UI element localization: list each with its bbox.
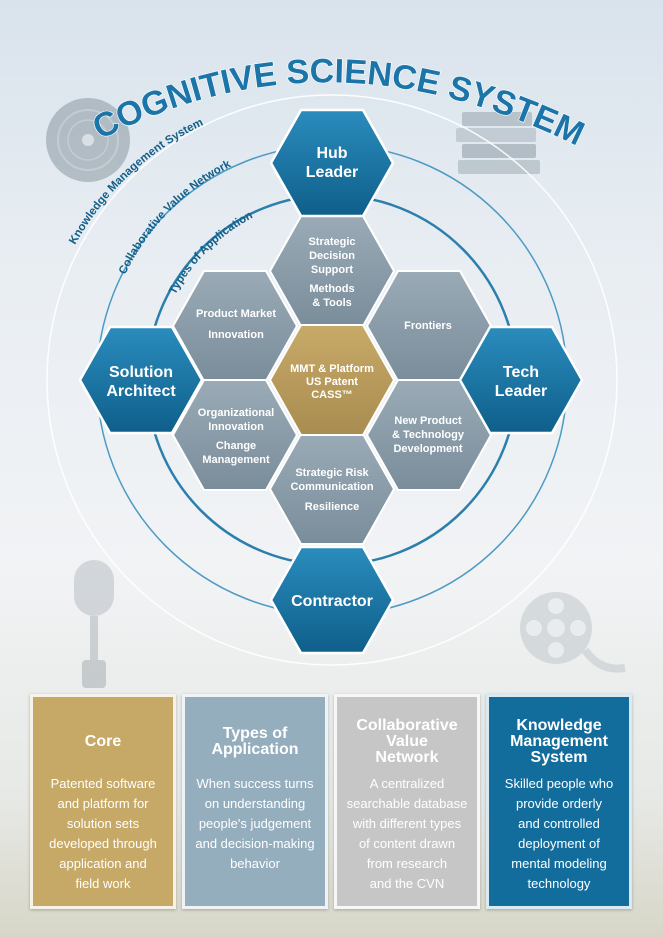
- card-collaborative-value-network: Collaborative Value Network A centralize…: [334, 694, 480, 909]
- hex-frontiers-line: Frontiers: [404, 320, 452, 332]
- vinyl-record-icon: [46, 98, 130, 182]
- card-kms-body: Skilled people who provide orderly and c…: [493, 774, 625, 894]
- hex-newprod-line: New Product: [394, 415, 462, 427]
- card-core-body: Patented software and platform for solut…: [37, 774, 169, 894]
- card-body-line: searchable database: [346, 796, 468, 811]
- hex-org-line: Innovation: [208, 421, 264, 433]
- hex-strategic-line: Strategic: [308, 236, 355, 248]
- card-knowledge-management-system: Knowledge Management System Skilled peop…: [486, 694, 632, 909]
- card-title-line: Knowledge: [516, 717, 602, 734]
- card-cvn-title: Collaborative Value Network: [337, 709, 477, 775]
- solution-architect-line: Solution: [109, 364, 173, 381]
- hub-leader-line: Hub: [316, 145, 347, 162]
- hex-product-line: Innovation: [208, 329, 264, 341]
- card-body-line: Patented software: [50, 776, 156, 791]
- hex-newprod-line: & Technology: [392, 429, 465, 441]
- hex-contractor: Contractor: [269, 545, 395, 655]
- card-body-line: mental modeling: [511, 856, 607, 871]
- hex-risk-line: Communication: [290, 481, 373, 493]
- ring-label-cvn: Collaborative Value Network: [117, 158, 233, 276]
- card-title-line: Collaborative: [356, 717, 458, 734]
- card-body-line: Skilled people who: [504, 776, 614, 791]
- tech-leader-line: Tech: [503, 364, 539, 381]
- card-body-line: people's judgement: [198, 816, 312, 831]
- card-core-title: Core: [33, 709, 173, 775]
- hex-org-line: Change: [216, 440, 256, 452]
- hex-strategic-line: & Tools: [312, 297, 352, 309]
- card-body-line: and the CVN: [369, 876, 445, 891]
- card-body-line: A centralized: [369, 776, 445, 791]
- hex-strategic-line: Methods: [309, 283, 354, 295]
- hex-risk-line: Resilience: [305, 501, 359, 513]
- card-body-line: technology: [527, 876, 591, 891]
- card-body-line: on understanding: [204, 796, 306, 811]
- card-body-line: developed through: [49, 836, 157, 851]
- card-body-line: from research: [366, 856, 448, 871]
- hex-newprod-line: Development: [393, 443, 462, 455]
- film-reel-icon: [520, 592, 626, 673]
- card-body-line: field work: [75, 876, 131, 891]
- tech-leader-line: Leader: [495, 383, 547, 400]
- hex-solution-architect: Solution Architect: [78, 325, 204, 435]
- hex-strategic-decision-support: Strategic Decision Support Methods & Too…: [268, 215, 396, 327]
- card-cvn-body: A centralized searchable database with d…: [341, 774, 473, 894]
- hex-center-core: MMT & Platform US Patent CASS™: [268, 324, 396, 436]
- card-body-line: deployment of: [518, 836, 600, 851]
- card-body-line: provide orderly: [516, 796, 602, 811]
- hex-strategic-line: Support: [311, 264, 353, 276]
- card-types-of-application: Types of Application When success turns …: [182, 694, 328, 909]
- card-types-title: Types of Application: [185, 709, 325, 775]
- card-body-line: solution sets: [66, 816, 140, 831]
- solution-architect-line: Architect: [106, 383, 176, 400]
- card-core: Core Patented software and platform for …: [30, 694, 176, 909]
- card-title-line: Network: [375, 749, 439, 766]
- card-body-line: and platform for: [57, 796, 149, 811]
- card-title-line: Types of: [222, 725, 288, 742]
- card-title-line: Application: [211, 741, 299, 758]
- microphone-icon: [74, 560, 114, 688]
- hex-organizational-innovation: Organizational Innovation Change Managem…: [171, 379, 299, 491]
- center-line: CASS™: [311, 389, 353, 401]
- card-body-line: application and: [59, 856, 147, 871]
- hub-leader-line: Leader: [306, 164, 358, 181]
- card-body-line: of content drawn: [358, 836, 456, 851]
- center-line: MMT & Platform: [290, 363, 374, 375]
- card-body-line: When success turns: [196, 776, 314, 791]
- center-line: US Patent: [306, 376, 358, 388]
- hex-risk-line: Strategic Risk: [295, 467, 369, 479]
- card-title-text: Core: [84, 733, 122, 750]
- card-body-line: and decision-making: [195, 836, 315, 851]
- card-title-line: Value: [386, 733, 428, 750]
- hex-tech-leader: Tech Leader: [458, 325, 584, 435]
- card-body-line: behavior: [230, 856, 280, 871]
- hex-new-product-development: New Product & Technology Development: [365, 379, 493, 491]
- hex-strategic-line: Decision: [309, 250, 355, 262]
- outer-ring: [46, 94, 618, 666]
- card-body-line: and controlled: [518, 816, 600, 831]
- card-title-line: Management: [510, 733, 608, 750]
- card-types-body: When success turns on understanding peop…: [189, 774, 321, 874]
- hex-hub-leader: Hub Leader: [269, 108, 395, 218]
- hex-org-line: Management: [202, 454, 270, 466]
- hex-org-line: Organizational: [198, 407, 274, 419]
- legend-cards: Core Patented software and platform for …: [30, 694, 634, 909]
- card-kms-title: Knowledge Management System: [489, 709, 629, 775]
- hex-strategic-risk-communication: Strategic Risk Communication Resilience: [268, 433, 396, 545]
- contractor-line: Contractor: [291, 593, 373, 610]
- card-body-line: with different types: [352, 816, 462, 831]
- hex-product-line: Product Market: [196, 308, 276, 320]
- books-icon: [456, 112, 540, 174]
- card-title-line: System: [530, 749, 588, 766]
